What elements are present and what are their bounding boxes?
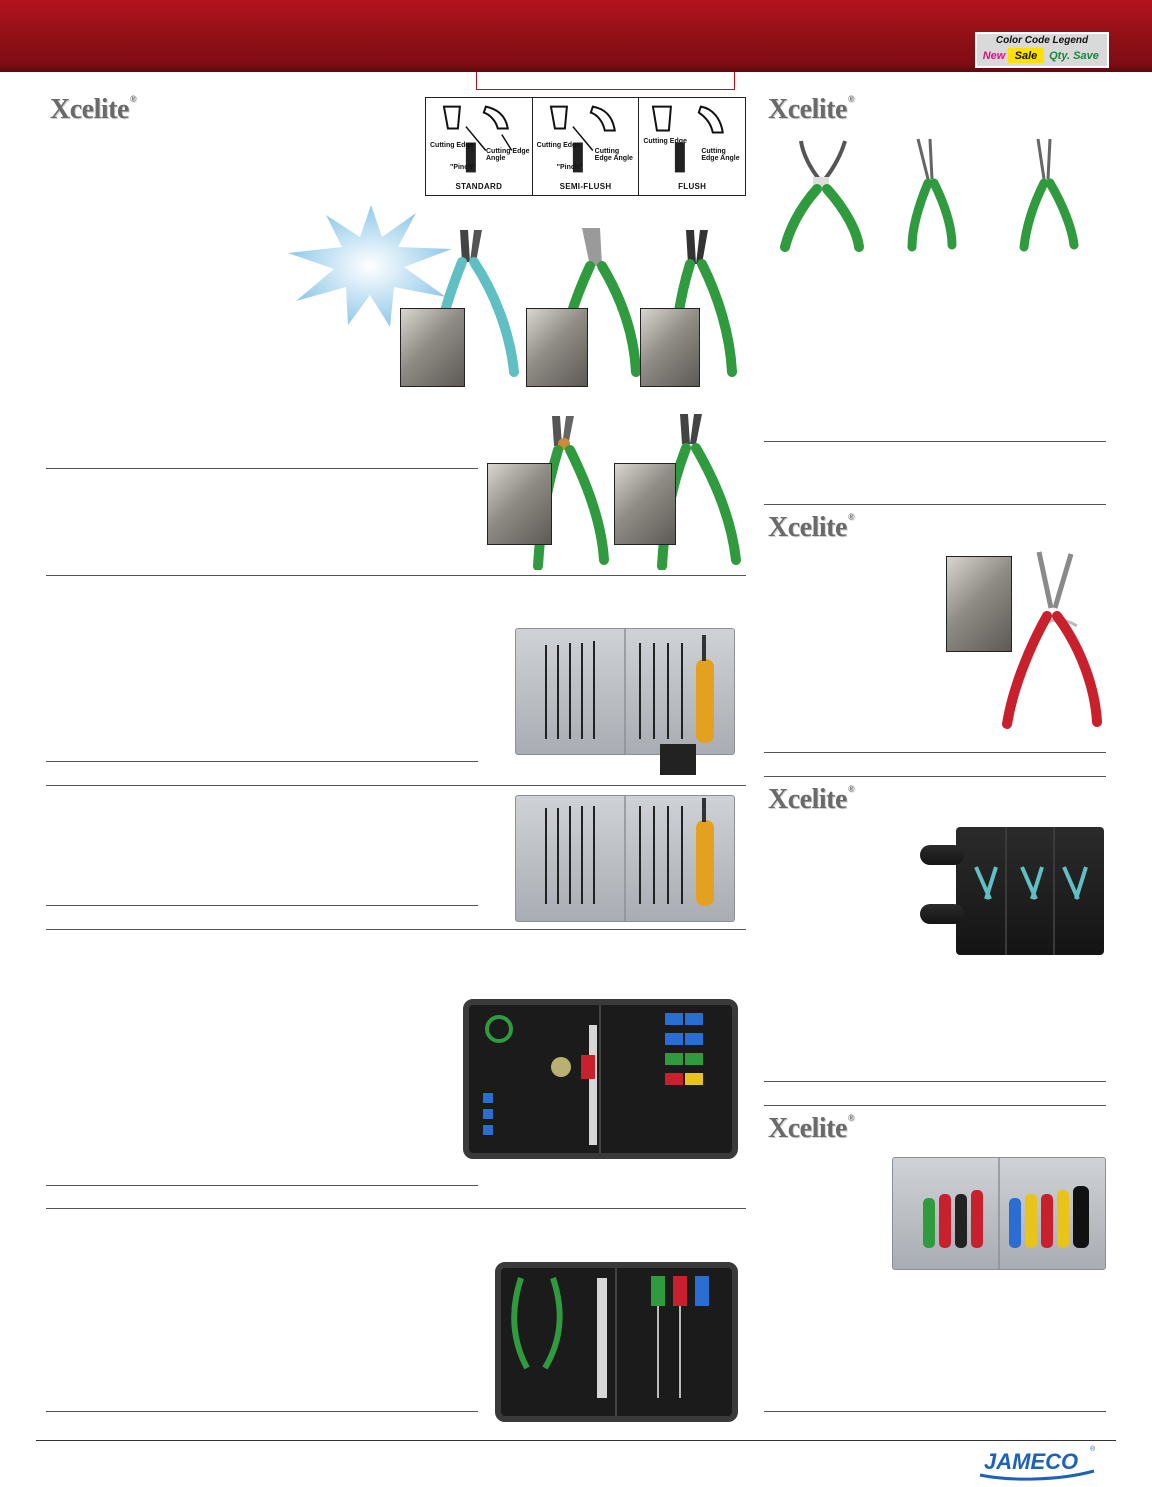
pouch-strap-lower bbox=[920, 904, 964, 924]
section-rule bbox=[46, 1208, 746, 1209]
header-band bbox=[0, 0, 1152, 72]
label-cutting-edge: Cutting Edge bbox=[643, 138, 687, 145]
svg-text:®: ® bbox=[1090, 1445, 1096, 1453]
section-rule bbox=[46, 575, 746, 576]
section-rule bbox=[46, 761, 478, 762]
pouch-pliers-illustration bbox=[974, 827, 1088, 955]
shears-red-handle-photo bbox=[1002, 551, 1102, 729]
legend-keys: New Sale Qty. Save bbox=[980, 48, 1104, 63]
tool-kit-bag-photo-1 bbox=[463, 999, 738, 1159]
screwdriver-case-photo-1 bbox=[515, 628, 735, 755]
section-rule bbox=[46, 1411, 478, 1412]
legend-new: New bbox=[982, 49, 1006, 62]
section-rule bbox=[764, 776, 1106, 777]
screwdriver-set-illustration bbox=[545, 796, 714, 921]
pliers-photo-2 bbox=[907, 138, 957, 252]
new-starburst-icon bbox=[288, 205, 452, 327]
pliers-photo-1 bbox=[780, 140, 864, 252]
section-tab-box bbox=[476, 72, 735, 90]
section-rule bbox=[764, 441, 1106, 442]
section-rule bbox=[46, 468, 478, 469]
jameco-logo: JAMECO ® bbox=[979, 1445, 1096, 1481]
standard-edge-illustration bbox=[442, 105, 513, 173]
cutter-a-jaw-inset bbox=[487, 463, 552, 545]
semi-flush-edge-illustration bbox=[549, 105, 616, 173]
section-rule bbox=[764, 752, 1106, 753]
screwdriver-case-photo-2 bbox=[515, 795, 735, 922]
section-rule bbox=[46, 929, 746, 930]
section-rule bbox=[764, 1105, 1106, 1106]
flush-jaw-inset bbox=[640, 308, 700, 387]
legend-title: Color Code Legend bbox=[995, 35, 1089, 46]
color-screwdriver-case-photo bbox=[892, 1157, 1106, 1270]
label-edge-angle: Cutting Edge Angle bbox=[486, 148, 530, 162]
section-rule bbox=[46, 905, 478, 906]
pliers-photo-3 bbox=[1019, 138, 1079, 252]
xcelite-logo: Xcelite® bbox=[50, 94, 137, 125]
diagram-panel-standard: Cutting Edge "Pinch" Cutting Edge Angle … bbox=[426, 98, 533, 195]
caption-flush: FLUSH bbox=[678, 182, 707, 191]
caption-semi-flush: SEMI-FLUSH bbox=[559, 182, 612, 191]
screwdriver-set-illustration bbox=[545, 629, 714, 754]
teal-cutter-jaw-inset bbox=[400, 308, 465, 387]
section-rule bbox=[764, 504, 1106, 505]
label-edge-angle: Cutting Edge Angle bbox=[701, 148, 740, 162]
cutter-b-jaw-inset bbox=[614, 463, 676, 545]
section-rule bbox=[764, 1081, 1106, 1082]
screwdriver-tip-inset bbox=[660, 744, 696, 775]
label-pinch: "Pinch" bbox=[450, 164, 476, 171]
semi-flush-jaw-inset bbox=[526, 308, 588, 387]
legend-qty-save: Qty. Save bbox=[1049, 49, 1099, 62]
label-pinch: "Pinch" bbox=[556, 164, 583, 171]
flush-edge-illustration bbox=[652, 105, 725, 173]
legend-sale: Sale bbox=[1008, 48, 1044, 63]
xcelite-logo: Xcelite® bbox=[768, 512, 855, 543]
footer-rule bbox=[36, 1440, 1116, 1441]
jameco-logo-text: JAMECO bbox=[984, 1449, 1078, 1474]
cutter-edge-diagram: Cutting Edge "Pinch" Cutting Edge Angle … bbox=[425, 97, 746, 196]
tool-kit-contents-illustration bbox=[511, 1268, 709, 1416]
section-rule bbox=[764, 1411, 1106, 1412]
shears-blade-inset bbox=[946, 556, 1012, 652]
label-cutting-edge: Cutting Edge bbox=[430, 142, 474, 149]
section-rule bbox=[46, 785, 746, 786]
diagram-panel-flush: Cutting Edge Cutting Edge Angle FLUSH bbox=[639, 98, 745, 195]
color-screwdriver-illustration bbox=[923, 1158, 1089, 1269]
pliers-pouch-photo bbox=[956, 827, 1104, 955]
label-cutting-edge: Cutting Edge bbox=[536, 142, 581, 149]
xcelite-logo: Xcelite® bbox=[768, 784, 855, 815]
diagram-panel-semi-flush: Cutting Edge "Pinch" Cutting Edge Angle … bbox=[533, 98, 640, 195]
pouch-strap-upper bbox=[920, 845, 964, 865]
xcelite-logo: Xcelite® bbox=[768, 1113, 855, 1144]
section-rule bbox=[46, 1185, 478, 1186]
color-code-legend: Color Code Legend New Sale Qty. Save bbox=[975, 32, 1109, 68]
xcelite-logo: Xcelite® bbox=[768, 94, 855, 125]
tool-kit-bag-photo-2 bbox=[495, 1262, 738, 1422]
tool-kit-contents-illustration bbox=[483, 1005, 703, 1153]
label-edge-angle: Cutting Edge Angle bbox=[594, 148, 633, 162]
caption-standard: STANDARD bbox=[455, 182, 503, 191]
